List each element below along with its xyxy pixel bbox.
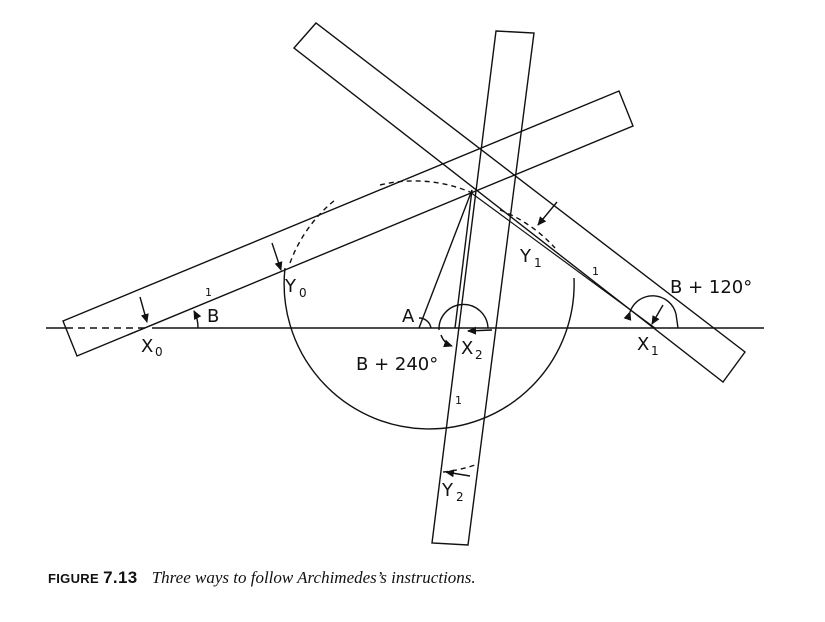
label-x2: X [461,338,473,359]
figure-caption: FIGURE 7.13 Three ways to follow Archime… [48,568,476,588]
point-labels: X 0 Y 0 Y 1 X 1 X 2 Y 2 B A B + 120° B +… [141,246,752,504]
label-y2-sub: 2 [456,490,464,504]
label-x0-sub: 0 [155,345,163,359]
label-angle-b-plus-120: B + 120° [670,277,752,298]
label-x1-sub: 1 [651,344,659,358]
label-y1-sub: 1 [534,256,542,270]
ruler-x1-y1 [292,22,746,383]
label-x1: X [637,334,649,355]
label-angle-b-plus-240: B + 240° [356,354,438,375]
label-y0: Y [284,276,297,297]
unit-mark-ruler-2: 1 [455,394,462,407]
figure-number: 7.13 [103,568,138,587]
unit-mark-ruler-0: 1 [205,286,212,299]
caption-text: Three ways to follow Archimedes’s instru… [151,568,476,587]
ruler-x0-y0 [62,90,634,357]
label-x0: X [141,336,153,357]
point-arrows [139,201,664,478]
label-angle-a: A [402,306,415,327]
angle-arcs [193,295,679,348]
label-x2-sub: 2 [475,348,483,362]
label-y2: Y [441,480,454,501]
label-y0-sub: 0 [299,286,307,300]
circle [283,180,575,473]
label-angle-b: B [207,306,219,327]
archimedes-trisection-diagram: X 0 Y 0 Y 1 X 1 X 2 Y 2 B A B + 120° B +… [46,22,764,546]
figure-word: FIGURE [48,571,99,586]
unit-mark-ruler-1: 1 [592,265,599,278]
ruler-guides [469,191,656,329]
label-y1: Y [519,246,532,267]
ruler-x2-y2 [431,30,535,546]
